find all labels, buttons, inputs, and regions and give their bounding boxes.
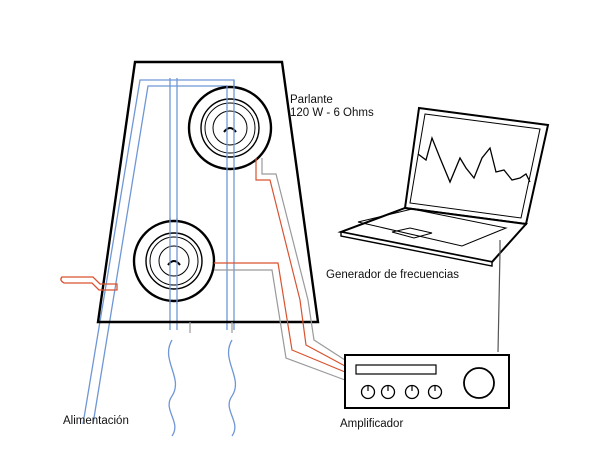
amp-knob-4 [427, 384, 443, 400]
left-gray-wire [189, 322, 233, 333]
signal-wires [189, 158, 346, 381]
wavy-wire-left [167, 339, 177, 437]
lower-gray-wire [214, 269, 346, 381]
frequency-waveform [417, 135, 531, 184]
upper-red-wire [255, 158, 346, 367]
upper-gray-wire [261, 158, 346, 361]
blue-wires [82, 78, 237, 437]
lower-driver [132, 219, 216, 303]
upper-driver [187, 85, 273, 171]
power-supply-label: Alimentación [63, 415, 129, 427]
amplifier-label: Amplificador [340, 418, 404, 430]
speaker-cabinet [96, 60, 320, 324]
laptop-keyboard [357, 208, 508, 247]
speaker-name-label: Parlante [290, 94, 333, 106]
amp-display [355, 364, 437, 375]
speaker-spec-label: 120 W - 6 Ohms [290, 107, 374, 119]
laptop [337, 106, 550, 267]
power-wire-inner [92, 85, 228, 425]
lower-red-wire [214, 262, 346, 373]
red-connector [60, 276, 118, 291]
amp-volume-knob [463, 367, 495, 399]
laptop-amp-cable [497, 240, 501, 353]
amp-knob-1 [360, 384, 376, 400]
amp-knob-3 [404, 384, 420, 400]
amplifier [344, 354, 510, 409]
frequency-generator-label: Generador de frecuencias [326, 269, 459, 281]
wavy-wire-right [227, 339, 237, 437]
cabinet-outline [96, 60, 320, 324]
power-wire-outer [82, 79, 235, 425]
amp-knob-2 [380, 384, 396, 400]
blue-wires-overlay [169, 80, 235, 304]
laptop-screen [403, 106, 550, 226]
laptop-touchpad [391, 227, 433, 239]
